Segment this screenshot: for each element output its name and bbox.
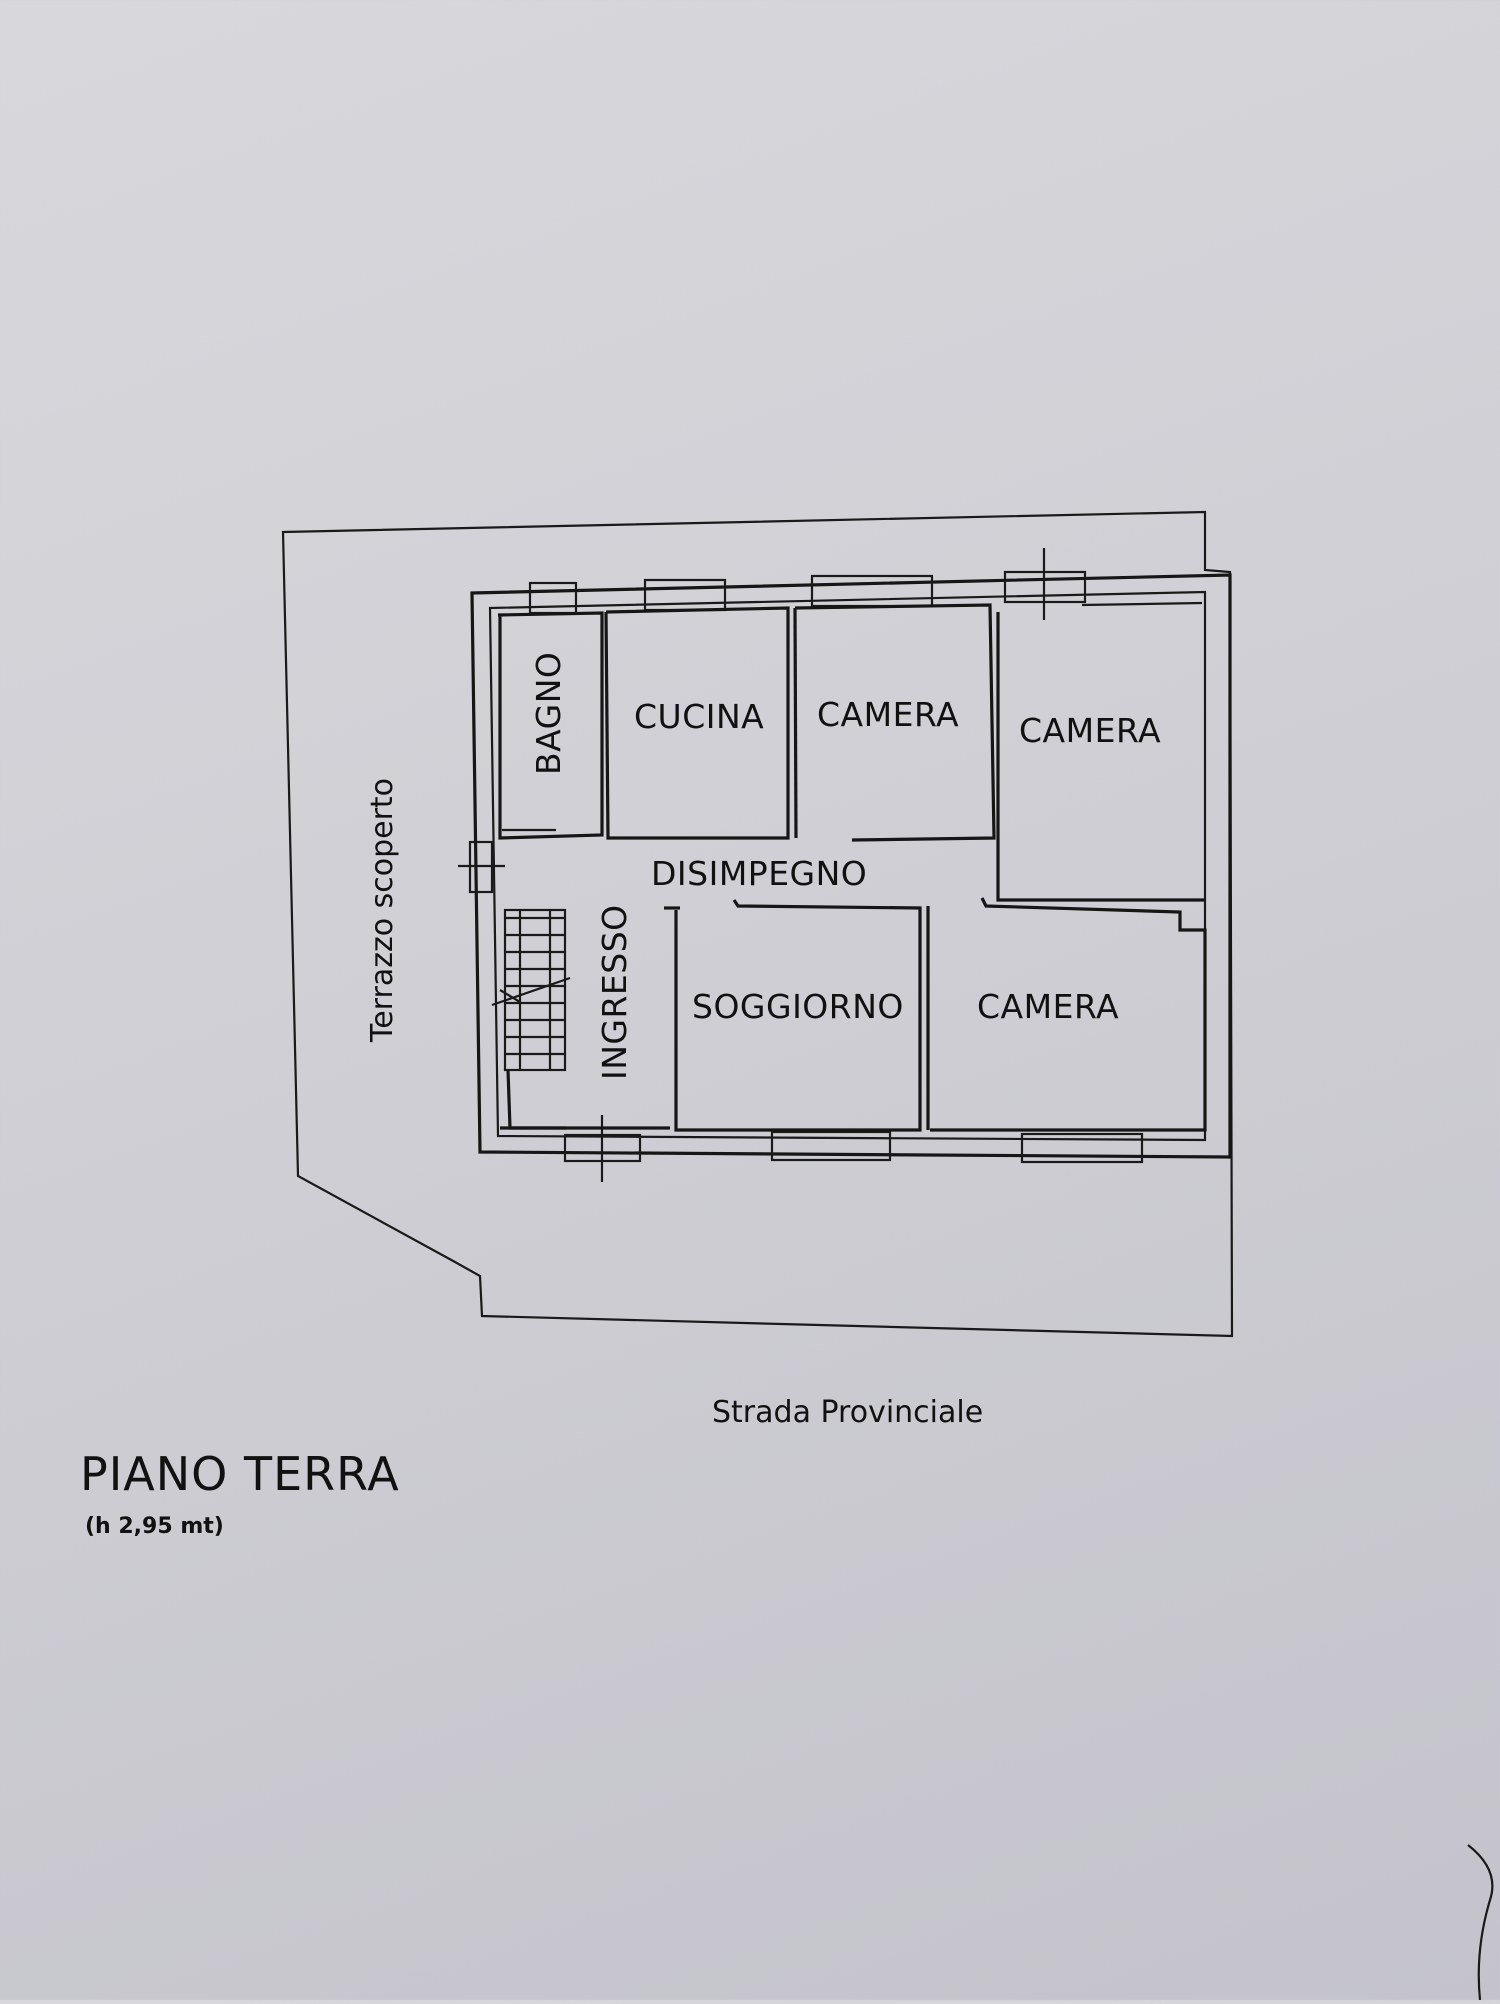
lot-boundary xyxy=(281,510,1234,1338)
camera-2-walls xyxy=(996,612,1205,902)
bagno-walls xyxy=(497,611,604,840)
camera-3-walls xyxy=(930,897,1207,1132)
soggiorno-walls xyxy=(674,899,922,1132)
bottom-windows xyxy=(563,1115,1144,1182)
terrace-label: Terrazzo scoperto xyxy=(365,778,400,1043)
bagno-label: BAGNO xyxy=(529,652,568,775)
staircase xyxy=(491,908,571,1072)
house-inner-wall xyxy=(488,590,1207,1142)
house-outer-wall xyxy=(470,573,1232,1159)
plan-height-note: (h 2,95 mt) xyxy=(85,1514,224,1539)
ingresso-walls xyxy=(506,1069,566,1130)
camera-2-label: CAMERA xyxy=(1019,711,1161,750)
cucina-label: CUCINA xyxy=(634,697,764,736)
disimpegno-label: DISIMPEGNO xyxy=(651,854,867,893)
ingresso-label: INGRESSO xyxy=(595,904,634,1080)
camera-1-walls xyxy=(794,603,996,842)
cucina-walls xyxy=(604,606,790,840)
terrace-door xyxy=(458,840,505,894)
road-label: Strada Provinciale xyxy=(712,1395,983,1430)
plan-title: PIANO TERRA xyxy=(80,1447,400,1501)
camera-1-label: CAMERA xyxy=(817,695,959,734)
camera-3-label: CAMERA xyxy=(977,987,1119,1026)
soggiorno-label: SOGGIORNO xyxy=(692,987,904,1026)
page-edge-mark xyxy=(1467,1844,1494,2001)
